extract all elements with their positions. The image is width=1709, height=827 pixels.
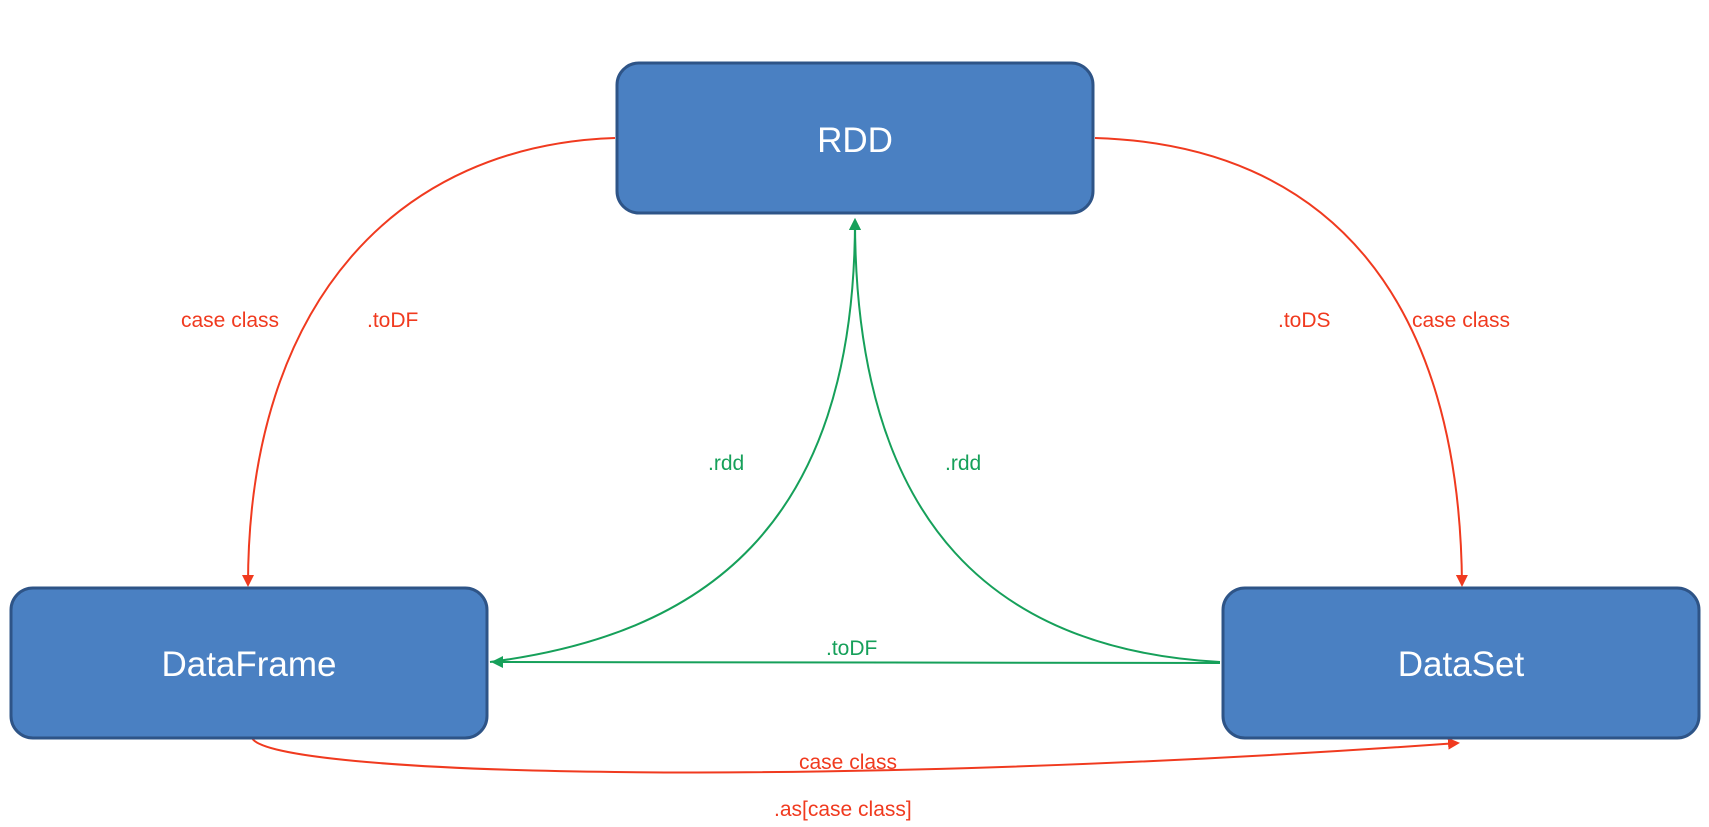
node-dataset-label: DataSet <box>1398 645 1525 684</box>
node-dataframe: DataFrame <box>9 586 489 740</box>
label-dataframe-to-dataset-case-class: case class <box>799 751 897 774</box>
label-rdd-to-dataframe-todf: .toDF <box>367 309 418 332</box>
label-dataset-to-dataframe: .toDF <box>826 637 877 660</box>
node-dataset: DataSet <box>1221 586 1701 740</box>
node-dataframe-box <box>9 586 489 740</box>
label-dataframe-to-rdd: .rdd <box>708 452 744 475</box>
label-rdd-to-dataframe-case-class: case class <box>181 309 279 332</box>
edge-rdd-to-dataset <box>1094 137 1468 587</box>
node-rdd: RDD <box>615 61 1095 215</box>
node-dataset-box <box>1221 586 1701 740</box>
node-rdd-label: RDD <box>817 121 893 160</box>
label-dataframe-to-dataset-as: .as[case class] <box>774 798 912 821</box>
edge-dataframe-to-dataset <box>251 737 1460 774</box>
node-dataframe-label: DataFrame <box>161 645 336 684</box>
label-rdd-to-dataset-case-class: case class <box>1412 309 1510 332</box>
edge-dataset-to-dataframe <box>491 656 1221 669</box>
edge-dataframe-to-rdd <box>489 218 861 663</box>
label-dataset-to-rdd: .rdd <box>945 452 981 475</box>
edge-dataset-to-rdd <box>849 218 1221 663</box>
label-rdd-to-dataset-tods: .toDS <box>1278 309 1331 332</box>
edge-rdd-to-dataframe <box>242 137 616 587</box>
node-rdd-box <box>615 61 1095 215</box>
